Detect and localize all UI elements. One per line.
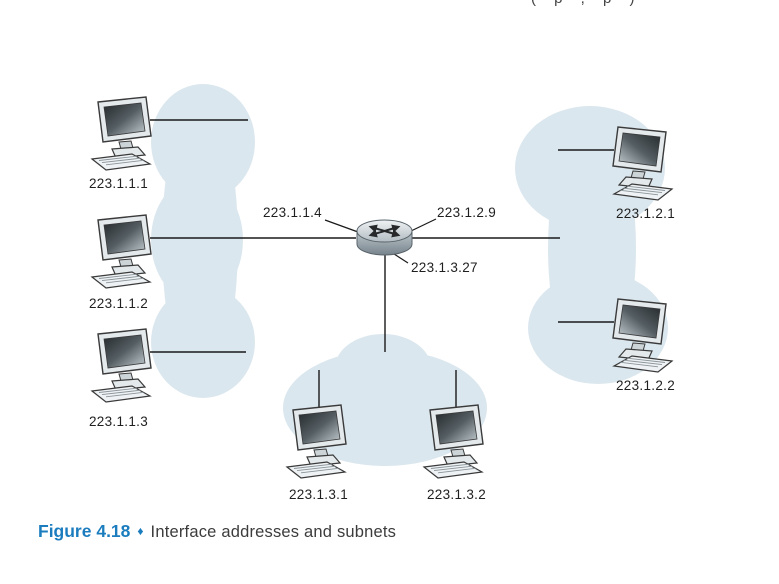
host-address-label: 223.1.1.2 (89, 296, 149, 311)
figure-number: Figure 4.18 (38, 521, 131, 541)
figure-caption: Figure 4.18 ♦ Interface addresses and subn… (38, 521, 396, 542)
router-interface-label: 223.1.1.4 (262, 205, 322, 220)
host-address-label: 223.1.2.1 (616, 206, 676, 221)
host-computer-icon (286, 404, 347, 479)
host-computer-icon (91, 328, 152, 403)
host-address-label: 223.1.3.2 (427, 487, 487, 502)
router-crossed-arrows-icon (368, 224, 401, 238)
host-address-label: 223.1.1.3 (89, 414, 149, 429)
router-interface-label: 223.1.3.27 (411, 260, 478, 275)
router-icon (356, 219, 413, 256)
diamond-separator: ♦ (137, 524, 144, 538)
figure-title: Interface addresses and subnets (150, 523, 397, 541)
network-links (150, 119, 614, 410)
host-computer-icon (91, 96, 152, 171)
router-interface-label: 223.1.2.9 (437, 205, 497, 220)
host-address-label: 223.1.3.1 (289, 487, 349, 502)
cropped-text: ( p , p ) (531, 0, 771, 7)
host-computer-icon (91, 214, 152, 289)
host-address-label: 223.1.2.2 (616, 378, 676, 393)
subnet-cloud-left (151, 84, 255, 398)
host-address-label: 223.1.1.1 (89, 176, 149, 191)
cropped-text-fragment: ( p , p ) (531, 0, 771, 9)
